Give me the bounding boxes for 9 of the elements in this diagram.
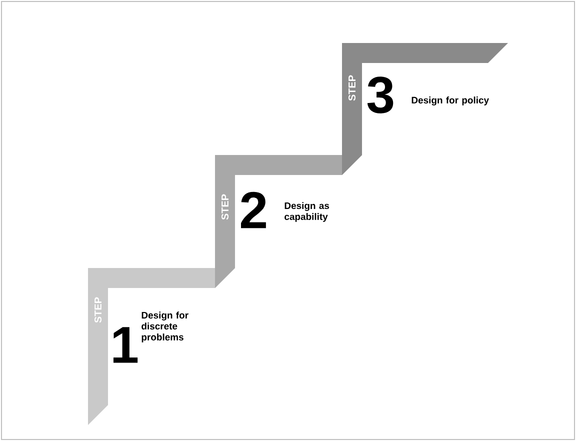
stair-step	[342, 43, 508, 175]
step-label: STEP	[348, 75, 356, 101]
step-number: 3	[367, 76, 394, 114]
step-number: 1	[113, 327, 138, 363]
step-description: Design for discrete problems	[142, 312, 188, 342]
step-description: Design as capability	[284, 202, 330, 222]
step-description: Design for policy	[412, 96, 489, 106]
step-label: STEP	[221, 194, 229, 220]
step-number: 2	[241, 192, 266, 228]
